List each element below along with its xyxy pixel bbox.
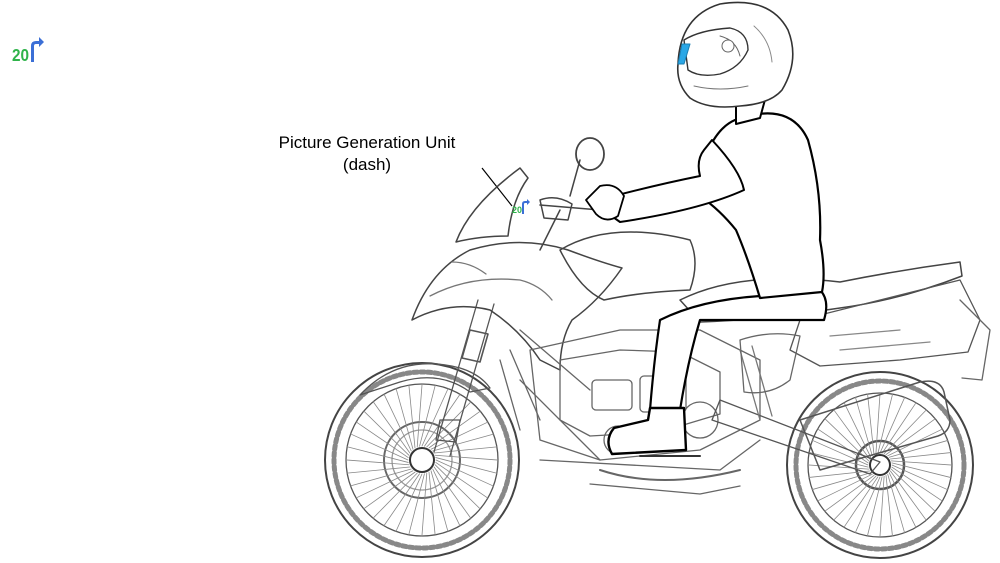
rider-boot <box>608 408 686 454</box>
wheel-spoke <box>880 476 884 537</box>
wheel-spoke <box>868 394 874 455</box>
rider-torso <box>700 113 824 298</box>
front-wheel <box>325 363 519 557</box>
hud-speed-readout: 20 <box>12 45 29 65</box>
wheel-spoke <box>420 385 436 446</box>
wheel-spoke <box>422 473 427 536</box>
rider-leg <box>650 290 826 410</box>
rider <box>586 2 826 454</box>
rider-glove <box>586 185 624 219</box>
engine <box>500 330 760 494</box>
callout-line-1: Picture Generation Unit <box>262 132 472 154</box>
dash-turn-right-arrow-icon <box>522 199 530 214</box>
hud-symbol-preview: 20 <box>12 37 44 65</box>
wheel-spoke <box>409 474 425 535</box>
wheel-spoke <box>417 384 422 447</box>
front-fork <box>434 300 494 456</box>
front-fender <box>360 364 490 395</box>
wheel-spoke <box>436 458 497 474</box>
side-panel <box>740 334 800 393</box>
rider-helmet <box>678 2 793 107</box>
dash-hud-symbol: 20 <box>512 199 530 215</box>
fuel-tank <box>560 232 695 300</box>
wheel-spoke <box>886 475 892 536</box>
wheel-spoke <box>876 393 880 454</box>
wheel-spoke <box>891 461 952 465</box>
wheel-spoke <box>890 453 951 459</box>
wheel-spoke <box>347 447 408 463</box>
wheel-spoke <box>809 471 870 477</box>
callout-label: Picture Generation Unit (dash) <box>262 132 472 176</box>
wheel-spoke <box>435 455 498 460</box>
wheel-spoke <box>346 460 409 465</box>
dash-hud-speed: 20 <box>512 205 522 215</box>
wheel-spoke <box>808 465 869 469</box>
front-fairing <box>412 243 622 371</box>
callout-line-2: (dash) <box>262 154 472 176</box>
turn-right-arrow-icon <box>31 37 44 62</box>
